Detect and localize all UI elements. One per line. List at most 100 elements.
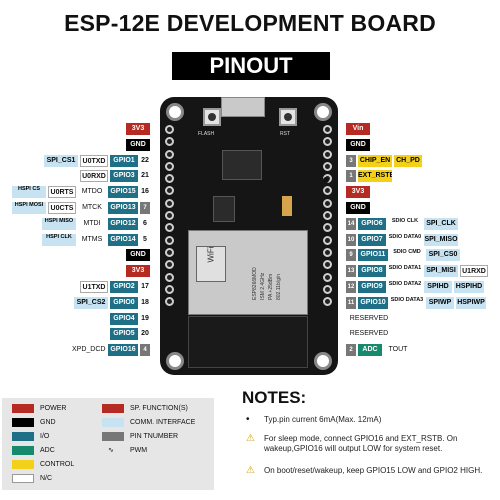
right-pin-label: HSPIHD <box>454 281 484 293</box>
header-pin <box>165 174 174 184</box>
left-pin-label: 5 <box>143 235 147 243</box>
right-pin-label: 1 <box>346 170 356 183</box>
header-pin <box>323 161 332 171</box>
mount-hole <box>166 103 184 121</box>
note-text: On boot/reset/wakeup, keep GPIO15 LOW an… <box>264 466 483 475</box>
pwm-wave-icon: ∿ <box>108 447 114 454</box>
right-pin-label: SPI_MISI <box>424 265 458 278</box>
header-pin <box>165 284 174 294</box>
right-pin-label: EXT_RSTB <box>358 170 392 183</box>
header-pin <box>165 260 174 270</box>
page-title: ESP-12E DEVELOPMENT BOARD <box>64 10 436 36</box>
legend-label: CONTROL <box>40 461 75 468</box>
right-pin-label: GPIO6 <box>358 217 386 230</box>
header-pin <box>165 137 174 147</box>
left-pin-label: U0RXD <box>80 170 108 183</box>
note-text: Typ.pin current 6mA(Max. 12mA) <box>264 415 382 424</box>
left-pin-label: SPI_CS2 <box>74 296 108 309</box>
left-pin-label: 19 <box>141 314 149 322</box>
right-pin-label: 13 <box>346 265 356 278</box>
left-pin-label: HSPI CLK <box>42 233 76 246</box>
header-pin <box>165 235 174 245</box>
legend <box>2 398 214 490</box>
right-pin-label: CH_PD <box>394 154 422 167</box>
capacitor <box>282 196 292 216</box>
header-pin <box>323 297 332 307</box>
right-pin-label: SDIO DATA1 <box>388 265 422 278</box>
left-pin-label: GPIO13 <box>108 202 138 214</box>
left-pin-label: GND <box>126 138 150 151</box>
notes-title: NOTES: <box>242 388 307 407</box>
wifi-logo <box>196 246 226 282</box>
legend-swatch <box>102 432 124 441</box>
header-pin <box>323 198 332 208</box>
right-pin-label: GPIO11 <box>358 249 388 262</box>
header-pin <box>323 284 332 294</box>
flash-button[interactable] <box>203 108 221 126</box>
right-pin-label: TOUT <box>384 344 412 357</box>
pcb-antenna <box>188 316 308 368</box>
right-pin-label: GPIO10 <box>358 296 388 309</box>
right-pin-label: 14 <box>346 217 356 230</box>
left-pin-label: U1TXD <box>80 281 108 293</box>
left-pin-label: GPIO5 <box>110 328 138 341</box>
header-pin <box>165 186 174 196</box>
left-pin-label: 21 <box>141 172 149 180</box>
right-pin-label: SDIO DATA0 <box>388 233 422 246</box>
reset-button[interactable] <box>279 108 297 126</box>
left-pin-label: HSPI MOSI <box>12 202 46 214</box>
right-pin-label: 11 <box>346 296 356 309</box>
right-pin-label: GPIO8 <box>358 265 386 278</box>
right-pin-label: RESERVED <box>346 312 392 325</box>
esp-marking-3: PA +25dBm <box>268 273 274 300</box>
right-pin-label: SDIO DATA3 <box>390 296 424 309</box>
left-pin-label: GPIO15 <box>108 186 138 199</box>
left-pin-label: 17 <box>141 283 149 290</box>
header-pin <box>165 247 174 257</box>
legend-swatch <box>12 404 34 413</box>
right-pin-label: 12 <box>346 281 356 293</box>
esp-marking-4: 802.11b/g/n <box>276 273 282 300</box>
header-pin <box>323 125 332 134</box>
header-pin <box>323 223 332 233</box>
mount-hole <box>166 352 184 370</box>
right-pin-label: GPIO9 <box>358 281 386 293</box>
right-pin-label: CHIP_EN <box>358 154 392 167</box>
header-pin <box>165 125 174 134</box>
left-pin-label: 6 <box>143 219 147 227</box>
legend-swatch <box>12 418 34 427</box>
right-pin-label: 9 <box>346 249 356 262</box>
legend-label: N/C <box>40 475 53 482</box>
left-pin-label: 22 <box>141 156 149 164</box>
header-pin <box>323 186 332 196</box>
left-pin-label: GPIO1 <box>110 154 138 167</box>
legend-label: I/O <box>40 433 50 440</box>
header-pin <box>165 198 174 208</box>
legend-swatch <box>12 460 34 469</box>
left-pin-label: 3V3 <box>126 265 150 278</box>
left-pin-label: HSPI CS <box>12 186 46 199</box>
right-pin-label: U1RXD <box>460 265 488 278</box>
left-pin-label: GPIO2 <box>110 281 138 293</box>
header-pin <box>165 297 174 307</box>
header-pin <box>165 211 174 221</box>
pinout-subtitle: PINOUT <box>172 52 330 80</box>
right-pin-label: SPI_MISO <box>424 233 458 246</box>
header-pin <box>165 223 174 233</box>
left-pin-label: XPD_DCDC <box>72 344 106 357</box>
usb-port <box>221 97 265 117</box>
rst-label: RST <box>280 131 290 137</box>
legend-swatch <box>12 474 34 483</box>
mount-hole <box>314 352 332 370</box>
legend-label: ADC <box>40 447 55 454</box>
left-pin-label: GPIO12 <box>108 217 138 230</box>
header-pin <box>323 260 332 270</box>
left-pin-label: MTCK <box>78 202 106 214</box>
wifi-text: WiFi <box>206 246 216 263</box>
right-pin-label: Vin <box>346 123 370 135</box>
right-pin-label: SDIO CMD <box>390 249 424 262</box>
right-pin-label: 3V3 <box>346 186 370 199</box>
right-pin-label: SDIO CLK <box>388 217 422 230</box>
left-pin-label: U0RTS <box>48 186 76 199</box>
right-pin-label: 10 <box>346 233 356 246</box>
